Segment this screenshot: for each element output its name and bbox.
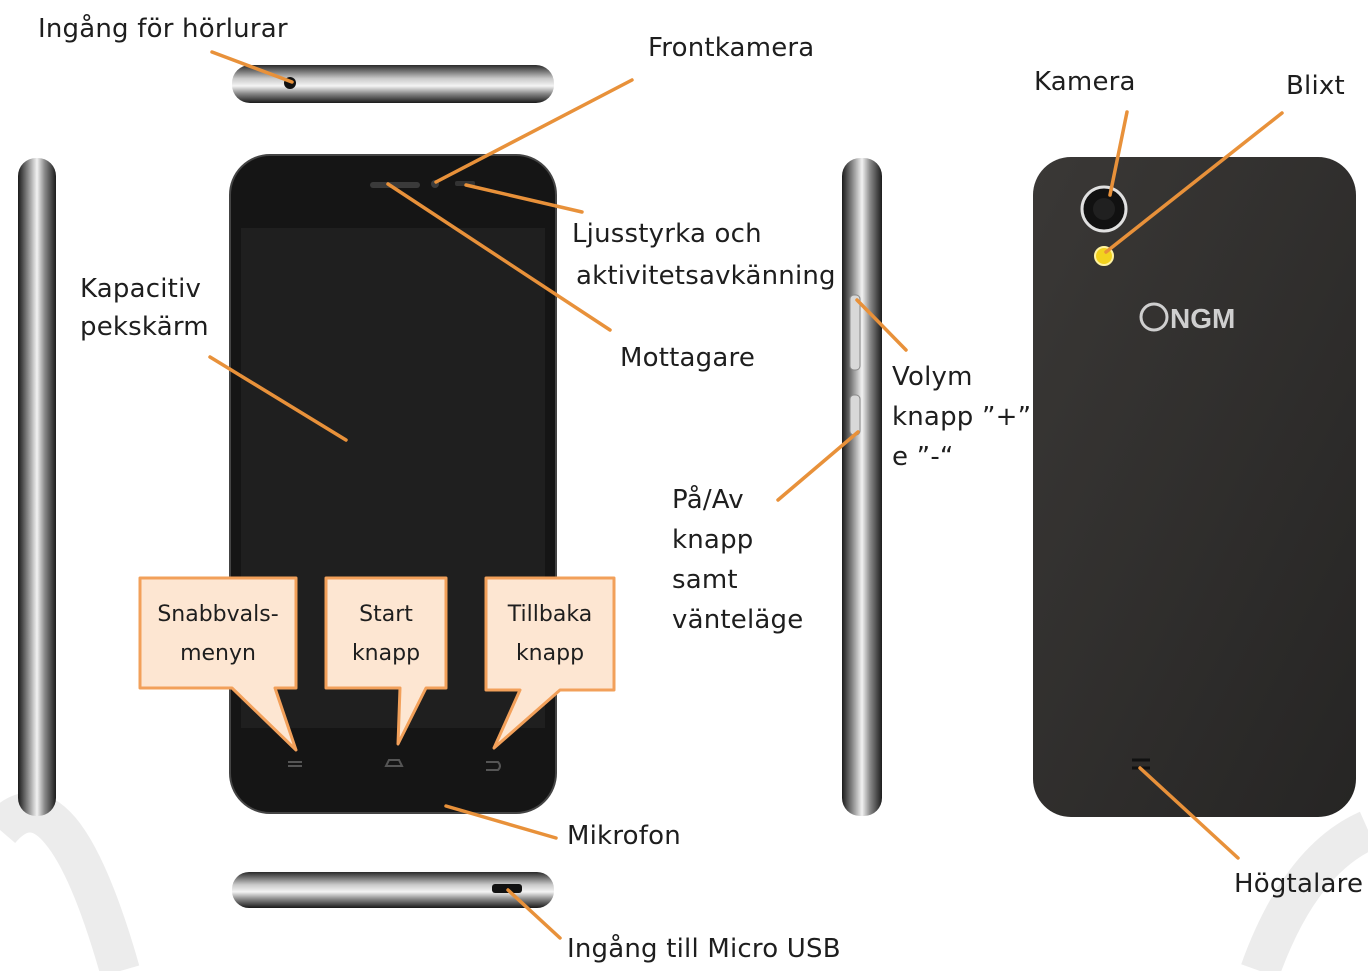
callout-home-line2: knapp	[351, 640, 421, 666]
callout-menu-text: Snabbvals- menyn	[140, 596, 296, 673]
label-receiver: Mottagare	[620, 343, 756, 373]
leader-receiver	[386, 182, 612, 332]
label-microphone: Mikrofon	[567, 821, 681, 851]
leader-microphone	[444, 804, 558, 840]
label-volume-line3: e ”-“	[892, 442, 954, 472]
label-power-line1: På/Av	[672, 485, 744, 515]
menu-key-icon	[288, 761, 302, 767]
home-key-icon	[384, 759, 404, 767]
label-volume: Volym knapp ”+” e ”-“	[892, 357, 1031, 477]
callout-back-bubble	[484, 576, 616, 750]
leader-power	[776, 430, 860, 502]
label-light-sensor-line2: aktivitetsavkänning	[576, 261, 836, 291]
power-button	[849, 394, 861, 436]
leader-camera	[1108, 110, 1129, 197]
label-volume-line2: knapp ”+”	[892, 402, 1032, 432]
label-speaker: Högtalare	[1234, 869, 1364, 899]
phone-bottom-edge	[232, 872, 554, 908]
label-micro-usb: Ingång till Micro USB	[567, 934, 841, 964]
ngm-logo-icon	[1139, 302, 1169, 332]
label-flash: Blixt	[1286, 71, 1345, 101]
leader-lines	[208, 50, 1284, 940]
label-front-camera: Frontkamera	[648, 33, 815, 63]
label-volume-line1: Volym	[892, 362, 973, 392]
callout-back-text: Tillbaka knapp	[486, 596, 614, 673]
leader-speaker	[1138, 766, 1240, 860]
label-power: På/Av knapp samt vänteläge	[672, 480, 803, 640]
label-touchscreen: Kapacitiv pekskärm	[80, 270, 209, 346]
callout-bubbles	[138, 576, 616, 752]
phone-left-side	[18, 158, 56, 816]
receiver-slot	[370, 182, 420, 188]
phone-right-side	[842, 158, 882, 816]
phone-back: NGM	[1033, 157, 1356, 817]
leader-front-camera	[434, 78, 634, 184]
volume-rocker	[849, 294, 861, 371]
label-power-line3: samt	[672, 565, 738, 595]
label-power-line4: vänteläge	[672, 605, 804, 635]
callout-menu-line2: menyn	[180, 640, 256, 666]
background-watermark	[0, 792, 1368, 971]
leader-flash	[1104, 111, 1284, 254]
label-power-line2: knapp	[672, 525, 754, 555]
label-touchscreen-line2: pekskärm	[80, 312, 209, 342]
micro-usb-port	[492, 884, 522, 893]
label-touchscreen-line1: Kapacitiv	[80, 274, 202, 304]
callout-back-line1: Tillbaka	[507, 602, 593, 627]
ngm-logo-text: NGM	[1170, 303, 1235, 334]
callout-home-text: Start knapp	[326, 596, 446, 673]
leader-headphone-jack	[210, 50, 294, 84]
label-headphone-jack: Ingång för hörlurar	[38, 14, 288, 44]
leader-touchscreen	[208, 355, 348, 442]
callout-menu-line1: Snabbvals-	[157, 602, 279, 627]
callout-home-bubble	[324, 576, 448, 746]
callout-home-line1: Start	[359, 602, 413, 627]
leader-micro-usb	[506, 888, 562, 940]
soft-key-icons	[288, 759, 501, 771]
label-camera: Kamera	[1034, 67, 1136, 97]
callout-back-line2: knapp	[515, 640, 585, 666]
phone-top-edge	[232, 65, 554, 103]
label-light-sensor-line1: Ljusstyrka och	[572, 219, 762, 249]
back-key-icon	[486, 761, 501, 771]
callout-menu-bubble	[138, 576, 298, 752]
leader-light-sensor	[464, 183, 584, 214]
leader-volume	[855, 298, 908, 352]
label-light-sensor: Ljusstyrka och aktivitetsavkänning	[572, 213, 836, 297]
